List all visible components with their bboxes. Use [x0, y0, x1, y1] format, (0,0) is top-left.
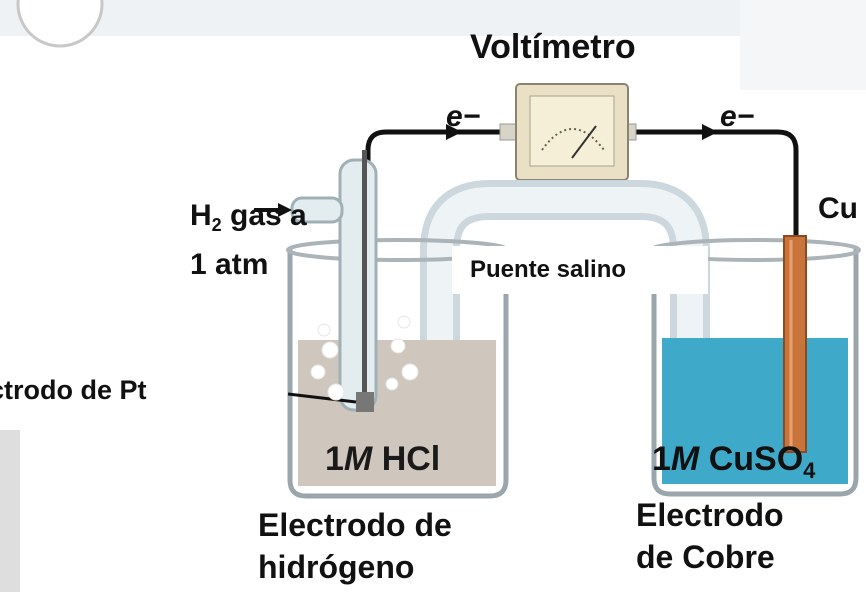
pt-wire — [362, 150, 367, 400]
salt-bridge-label: Puente salino — [470, 256, 627, 283]
hcl-number: 1 — [325, 440, 344, 478]
top-banner — [0, 0, 866, 36]
copper-electrode-label: Electrodo de Cobre — [636, 494, 784, 578]
wire-right — [620, 129, 799, 240]
h2-gas-text: gas a — [221, 199, 307, 232]
copper-electrode-line2: de Cobre — [636, 539, 775, 575]
pt-plate — [356, 392, 374, 412]
hcl-formula: HCl — [372, 440, 441, 478]
hcl-molar: M — [343, 440, 373, 478]
corner-circle — [16, 0, 104, 48]
cuso4-label: 1M CuSO4 — [652, 440, 815, 484]
left-solution — [298, 340, 496, 486]
hydrogen-electrode-line1: Electrodo de — [258, 507, 452, 543]
cuso4-subscript: 4 — [803, 457, 816, 483]
cuso4-number: 1 — [652, 440, 671, 478]
hydrogen-electrode-line2: hidrógeno — [258, 549, 415, 585]
copper-rod — [783, 235, 807, 453]
h2-gas-label: H2 gas a 1 atm — [190, 196, 307, 285]
left-strip — [0, 430, 20, 592]
pt-pointer — [287, 392, 357, 404]
salt-bridge-inner — [427, 187, 703, 420]
electron-label-right: e− — [720, 100, 755, 133]
arrow-right-wire — [702, 124, 718, 140]
copper-electrode-line1: Electrodo — [636, 497, 784, 533]
right-solution — [662, 338, 848, 484]
voltmeter-label: Voltímetro — [470, 28, 636, 66]
voltmeter-needle — [571, 125, 597, 159]
cuso4-molar: M — [670, 440, 700, 478]
right-beaker — [651, 248, 859, 497]
salt-bridge-label-box — [452, 246, 708, 294]
left-beaker — [287, 248, 509, 499]
wire-left — [365, 129, 520, 230]
h2-symbol: H — [190, 199, 212, 232]
voltmeter-face — [529, 95, 615, 167]
cu-label: Cu — [818, 192, 858, 225]
hydrogen-electrode-label: Electrodo de hidrógeno — [258, 504, 452, 588]
gas-bubbles — [310, 315, 419, 401]
h2-arrow-head — [278, 203, 292, 217]
cuso4-formula: CuSO — [699, 440, 804, 478]
h2-subscript: 2 — [211, 215, 222, 235]
pt-electrode-label: ectrodo de Pt — [0, 375, 147, 405]
h2-pressure: 1 atm — [190, 248, 269, 281]
arrow-left-wire — [446, 124, 462, 140]
top-banner-right — [740, 0, 866, 90]
electron-label-left: e− — [446, 100, 481, 133]
h2-tube — [338, 158, 378, 412]
hcl-label: 1M HCl — [325, 440, 440, 479]
